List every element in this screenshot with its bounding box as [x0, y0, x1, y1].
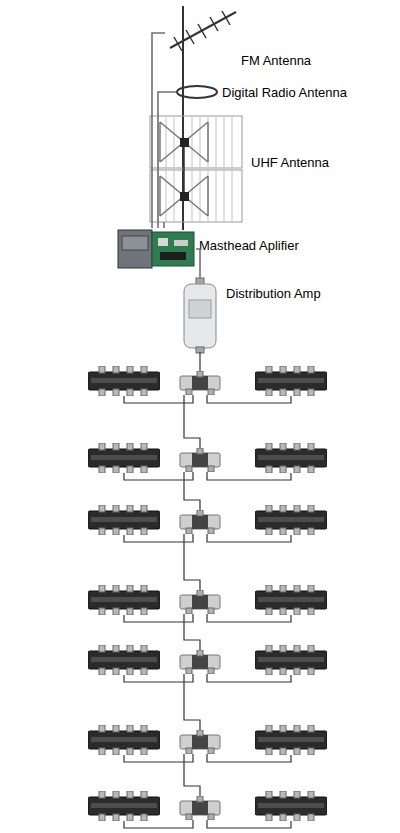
- uhf-panel: [150, 170, 242, 222]
- cable: [124, 614, 291, 650]
- equipment-node: Masthead Aplifier: [118, 228, 196, 270]
- masthead-amplifier-drawing: [118, 230, 194, 268]
- amp-cover: [122, 236, 148, 250]
- eight-way-splitter: [255, 791, 327, 821]
- two-way-splitter: [180, 796, 220, 820]
- uhf-antenna-drawing: [150, 116, 242, 222]
- coax-cable: [196, 249, 200, 278]
- cable: [124, 754, 291, 796]
- antenna-element: [174, 37, 182, 51]
- antenna-element: [198, 24, 206, 38]
- two-way-splitter: [180, 590, 220, 614]
- eight-way-splitter: [88, 725, 160, 755]
- eight-way-splitter: [255, 725, 327, 755]
- two-way-splitter: [180, 650, 220, 674]
- cable: [124, 674, 291, 730]
- antenna-boom: [170, 12, 236, 48]
- equipment-label: UHF Antenna: [251, 155, 329, 171]
- equipment-label: Masthead Aplifier: [199, 238, 299, 254]
- reflector-grid: [158, 116, 232, 222]
- equipment-node: Digital Radio Antenna: [176, 82, 218, 102]
- eight-way-splitter: [255, 645, 327, 675]
- equipment-node: UHF Antenna: [143, 112, 247, 222]
- eight-way-splitter: [88, 505, 160, 535]
- splitter-rows: [88, 366, 327, 821]
- coax-cable: [158, 92, 176, 228]
- uhf-panel: [150, 116, 242, 168]
- equipment-node: FM Antenna: [165, 8, 235, 58]
- antenna-element: [210, 17, 218, 31]
- board-component: [158, 238, 168, 246]
- board-component: [174, 240, 188, 246]
- coax-cable: [163, 222, 165, 228]
- balun: [180, 192, 189, 201]
- amp-label-plate: [189, 300, 211, 318]
- cable: [124, 472, 291, 510]
- fm-antenna-drawing: [170, 11, 236, 51]
- eight-way-splitter: [88, 585, 160, 615]
- equipment-node: Distribution Amp: [181, 278, 219, 352]
- eight-way-splitter: [255, 505, 327, 535]
- cable: [199, 352, 200, 371]
- amp-housing: [118, 230, 152, 268]
- cable: [124, 534, 291, 590]
- two-way-splitter: [180, 371, 220, 395]
- two-way-splitter: [180, 448, 220, 472]
- equipment-label: Digital Radio Antenna: [222, 85, 347, 101]
- eight-way-splitter: [88, 366, 160, 396]
- two-way-splitter: [180, 730, 220, 754]
- balun: [180, 138, 189, 147]
- cable: [124, 820, 291, 828]
- amp-board: [152, 232, 194, 266]
- eight-way-splitter: [88, 443, 160, 473]
- eight-way-splitter: [88, 645, 160, 675]
- antenna-element: [222, 11, 230, 25]
- equipment-label: Distribution Amp: [226, 286, 321, 302]
- digital-radio-loop: [177, 86, 217, 98]
- eight-way-splitter: [255, 443, 327, 473]
- distribution-amp-drawing: [184, 278, 216, 353]
- harness: [183, 147, 185, 192]
- eight-way-splitter: [255, 366, 327, 396]
- amp-case: [184, 284, 216, 348]
- antenna-element: [186, 30, 194, 44]
- eight-way-splitter: [255, 585, 327, 615]
- eight-way-splitter: [88, 791, 160, 821]
- equipment-label: FM Antenna: [241, 53, 311, 69]
- coax-cable: [152, 33, 165, 228]
- two-way-splitter: [180, 510, 220, 534]
- board-component: [160, 252, 186, 260]
- cable: [124, 395, 291, 448]
